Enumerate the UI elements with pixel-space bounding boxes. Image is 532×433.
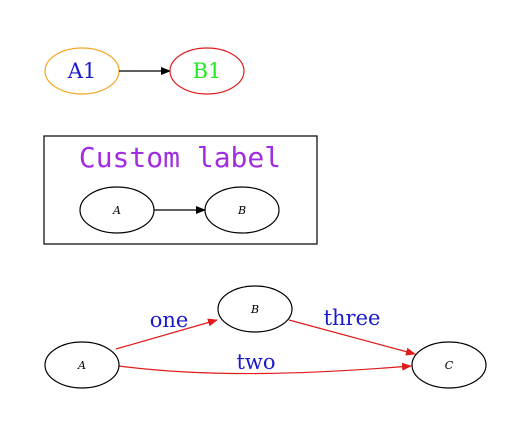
cluster-node-b-label: B [237, 204, 246, 217]
node-a-label: A [77, 359, 86, 372]
node-b-label: B [250, 303, 259, 316]
edge-label-one: one [150, 308, 189, 332]
edge-label-three: three [324, 306, 381, 330]
node-b1-label: B1 [193, 59, 222, 83]
edge-a-c [118, 362, 412, 375]
edge-b-c [288, 319, 416, 356]
node-c [411, 341, 487, 389]
cluster-custom-label: Custom label A B [43, 135, 318, 245]
node-b [217, 285, 293, 333]
edge-a-b [115, 318, 218, 350]
node-c-label: C [445, 359, 454, 372]
node-a [44, 341, 120, 389]
cluster-label: Custom label [79, 141, 281, 174]
cluster-box [43, 135, 318, 245]
cluster-node-a-label: A [112, 204, 121, 217]
cluster-node-b [204, 186, 280, 234]
edge-label-two: two [236, 350, 275, 374]
graph-a1-b1: A1 B1 [44, 47, 245, 95]
node-b1 [169, 47, 245, 95]
node-a1-label: A1 [67, 59, 97, 83]
graph-abc: one two three A B C [44, 285, 487, 389]
